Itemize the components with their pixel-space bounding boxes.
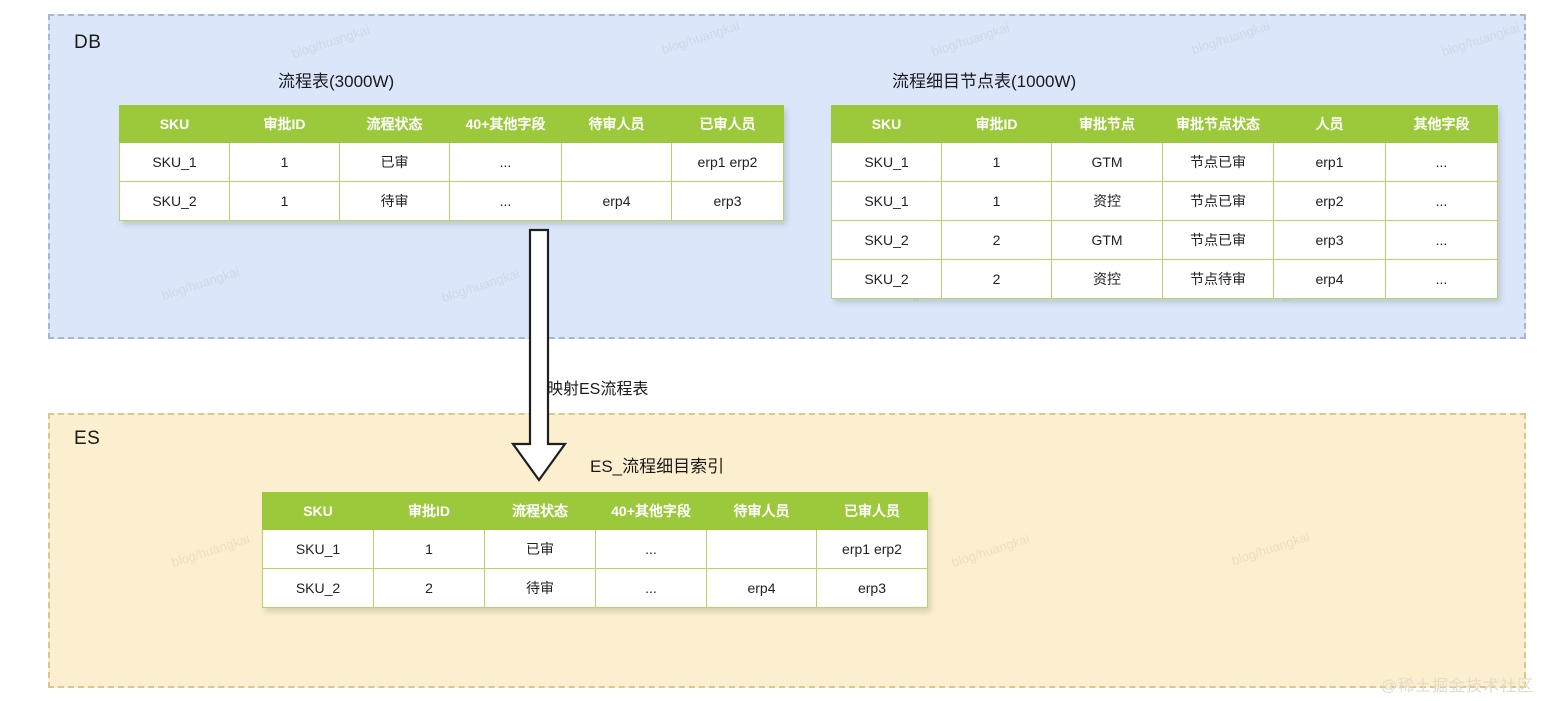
table-row: SKU_2 2 GTM 节点已审 erp3 ... [831, 220, 1498, 260]
column-header-other-fields: 40+其他字段 [449, 105, 562, 143]
cell: 资控 [1051, 259, 1163, 299]
es-index-table: SKU 审批ID 流程状态 40+其他字段 待审人员 已审人员 SKU_1 1 … [262, 492, 928, 608]
table-header-row: SKU 审批ID 审批节点 审批节点状态 人员 其他字段 [831, 105, 1498, 143]
cell: erp3 [816, 568, 928, 608]
table-row: SKU_1 1 GTM 节点已审 erp1 ... [831, 142, 1498, 182]
cell: SKU_1 [262, 529, 374, 569]
cell: ... [1385, 220, 1498, 260]
node-table-title: 流程细目节点表(1000W) [892, 72, 1077, 91]
tile-watermark: blog/huangkai [1229, 528, 1312, 569]
cell [561, 142, 672, 182]
arrow-label: 映射ES流程表 [547, 381, 649, 398]
column-header-pending-staff: 待审人员 [706, 492, 817, 530]
column-header-approval-id: 审批ID [229, 105, 340, 143]
down-arrow-icon [510, 228, 568, 482]
column-header-approved-staff: 已审人员 [671, 105, 784, 143]
column-header-sku: SKU [119, 105, 230, 143]
tile-watermark: blog/huangkai [169, 530, 252, 571]
cell: 1 [229, 181, 340, 221]
tile-watermark: blog/huangkai [159, 263, 242, 304]
cell: 节点已审 [1162, 220, 1274, 260]
tile-watermark: blog/huangkai [1439, 19, 1522, 60]
es-table-title: ES_流程细目索引 [590, 457, 725, 476]
cell: 待审 [484, 568, 596, 608]
cell: erp1 [1273, 142, 1386, 182]
cell: 待审 [339, 181, 450, 221]
column-header-other-fields: 40+其他字段 [595, 492, 707, 530]
cell: 1 [229, 142, 340, 182]
cell: SKU_1 [119, 142, 230, 182]
cell: SKU_1 [831, 142, 942, 182]
cell: erp3 [671, 181, 784, 221]
column-header-pending-staff: 待审人员 [561, 105, 672, 143]
column-header-approval-id: 审批ID [373, 492, 485, 530]
cell: ... [449, 142, 562, 182]
cell: 已审 [484, 529, 596, 569]
cell: erp1 erp2 [671, 142, 784, 182]
column-header-status: 流程状态 [339, 105, 450, 143]
column-header-approved-staff: 已审人员 [816, 492, 928, 530]
cell: SKU_2 [831, 220, 942, 260]
cell: 已审 [339, 142, 450, 182]
column-header-approval-node: 审批节点 [1051, 105, 1163, 143]
table-row: SKU_1 1 已审 ... erp1 erp2 [119, 142, 784, 182]
cell: 2 [941, 259, 1052, 299]
cell: ... [595, 568, 707, 608]
cell: erp2 [1273, 181, 1386, 221]
tile-watermark: blog/huangkai [949, 530, 1032, 571]
cell: ... [595, 529, 707, 569]
column-header-sku: SKU [831, 105, 942, 143]
column-header-other-fields: 其他字段 [1385, 105, 1498, 143]
cell: erp3 [1273, 220, 1386, 260]
cell: 1 [941, 181, 1052, 221]
column-header-approval-id: 审批ID [941, 105, 1052, 143]
cell: erp4 [561, 181, 672, 221]
cell: 1 [941, 142, 1052, 182]
cell: ... [449, 181, 562, 221]
cell: 1 [373, 529, 485, 569]
tile-watermark: blog/huangkai [289, 21, 372, 62]
cell: SKU_2 [831, 259, 942, 299]
table-row: SKU_2 2 待审 ... erp4 erp3 [262, 568, 928, 608]
table-header-row: SKU 审批ID 流程状态 40+其他字段 待审人员 已审人员 [119, 105, 784, 143]
cell: ... [1385, 259, 1498, 299]
table-row: SKU_1 1 资控 节点已审 erp2 ... [831, 181, 1498, 221]
cell: erp4 [1273, 259, 1386, 299]
cell [706, 529, 817, 569]
column-header-node-status: 审批节点状态 [1162, 105, 1274, 143]
table-row: SKU_2 1 待审 ... erp4 erp3 [119, 181, 784, 221]
cell: GTM [1051, 142, 1163, 182]
cell: 2 [373, 568, 485, 608]
cell: 节点已审 [1162, 142, 1274, 182]
column-header-status: 流程状态 [484, 492, 596, 530]
cell: erp1 erp2 [816, 529, 928, 569]
column-header-staff: 人员 [1273, 105, 1386, 143]
process-table: SKU 审批ID 流程状态 40+其他字段 待审人员 已审人员 SKU_1 1 … [119, 105, 784, 221]
node-table: SKU 审批ID 审批节点 审批节点状态 人员 其他字段 SKU_1 1 GTM… [831, 105, 1498, 299]
tile-watermark: blog/huangkai [929, 19, 1012, 60]
footer-watermark: @稀土掘金技术社区 [1380, 678, 1534, 695]
cell: erp4 [706, 568, 817, 608]
table-header-row: SKU 审批ID 流程状态 40+其他字段 待审人员 已审人员 [262, 492, 928, 530]
cell: 资控 [1051, 181, 1163, 221]
cell: 节点待审 [1162, 259, 1274, 299]
cell: SKU_1 [831, 181, 942, 221]
tile-watermark: blog/huangkai [1189, 17, 1272, 58]
cell: SKU_2 [262, 568, 374, 608]
column-header-sku: SKU [262, 492, 374, 530]
cell: GTM [1051, 220, 1163, 260]
tile-watermark: blog/huangkai [659, 17, 742, 58]
table-row: SKU_1 1 已审 ... erp1 erp2 [262, 529, 928, 569]
process-table-title: 流程表(3000W) [278, 72, 395, 91]
cell: ... [1385, 142, 1498, 182]
es-panel-label: ES [74, 428, 101, 449]
table-row: SKU_2 2 资控 节点待审 erp4 ... [831, 259, 1498, 299]
cell: 2 [941, 220, 1052, 260]
cell: SKU_2 [119, 181, 230, 221]
cell: ... [1385, 181, 1498, 221]
db-panel-label: DB [74, 32, 102, 53]
cell: 节点已审 [1162, 181, 1274, 221]
